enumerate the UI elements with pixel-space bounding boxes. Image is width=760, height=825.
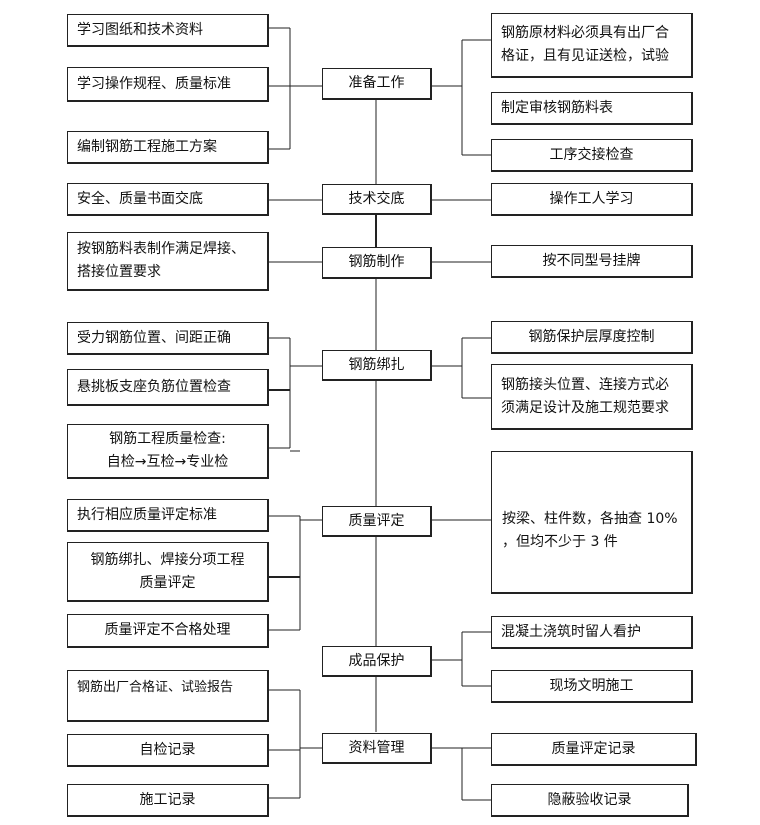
left-doc-1: 钢筋出厂合格证、试验报告	[67, 670, 269, 722]
step-prep: 准备工作	[322, 68, 432, 100]
right-doc-1: 质量评定记录	[491, 733, 697, 766]
right-prep-2: 制定审核钢筋料表	[491, 92, 693, 125]
left-bind-1-text: 受力钢筋位置、间距正确	[77, 329, 231, 346]
right-doc-2: 隐蔽验收记录	[491, 784, 689, 817]
right-protect-2-text: 现场文明施工	[549, 677, 634, 694]
left-doc-1-text: 钢筋出厂合格证、试验报告	[77, 680, 234, 695]
right-protect-1-text: 混凝土浇筑时留人看护	[501, 623, 641, 640]
left-bind-2: 悬挑板支座负筋位置检查	[67, 369, 269, 406]
right-make-1: 按不同型号挂牌	[491, 245, 693, 278]
right-prep-3-text: 工序交接检查	[549, 146, 634, 163]
step-evaluation: 质量评定	[322, 506, 432, 537]
step-protection: 成品保护	[322, 646, 432, 677]
left-bind-3: 钢筋工程质量检查: 自检→互检→专业检	[67, 424, 269, 479]
left-eval-1: 执行相应质量评定标准	[67, 499, 269, 532]
step-evaluation-label: 质量评定	[348, 512, 405, 529]
left-bind-3-text: 钢筋工程质量检查: 自检→互检→专业检	[106, 431, 229, 470]
step-documentation: 资料管理	[322, 733, 432, 764]
right-make-1-text: 按不同型号挂牌	[542, 252, 641, 269]
right-bind-2: 钢筋接头位置、连接方式必 须满足设计及施工规范要求	[491, 364, 693, 430]
left-prep-3: 编制钢筋工程施工方案	[67, 131, 269, 164]
left-prep-1-text: 学习图纸和技术资料	[77, 21, 203, 38]
left-eval-3-text: 质量评定不合格处理	[104, 622, 231, 638]
left-bind-2-text: 悬挑板支座负筋位置检查	[77, 378, 231, 395]
left-prep-2: 学习操作规程、质量标准	[67, 67, 269, 102]
right-prep-1: 钢筋原材料必须具有出厂合 格证，且有见证送检，试验	[491, 13, 693, 78]
step-protection-label: 成品保护	[348, 652, 405, 669]
right-brief-1: 操作工人学习	[491, 183, 693, 216]
step-briefing-label: 技术交底	[348, 190, 405, 207]
left-eval-2-text: 钢筋绑扎、焊接分项工程 质量评定	[90, 551, 245, 591]
left-bind-1: 受力钢筋位置、间距正确	[67, 322, 269, 355]
right-eval-1-text: 按梁、柱件数，各抽查 10% ，但均不少于 3 件	[502, 511, 678, 550]
step-binding: 钢筋绑扎	[322, 350, 432, 381]
step-prep-label: 准备工作	[348, 75, 405, 91]
left-prep-3-text: 编制钢筋工程施工方案	[77, 138, 217, 155]
step-binding-label: 钢筋绑扎	[348, 356, 405, 373]
left-doc-3: 施工记录	[67, 784, 269, 817]
step-documentation-label: 资料管理	[348, 739, 405, 756]
left-eval-1-text: 执行相应质量评定标准	[77, 506, 217, 523]
left-prep-2-text: 学习操作规程、质量标准	[77, 75, 231, 92]
right-brief-1-text: 操作工人学习	[549, 190, 634, 207]
left-doc-2-text: 自检记录	[139, 741, 196, 758]
left-brief-1-text: 安全、质量书面交底	[77, 190, 203, 207]
left-make-1: 按钢筋料表制作满足焊接、 搭接位置要求	[67, 232, 269, 291]
step-fabrication: 钢筋制作	[322, 247, 432, 279]
step-briefing: 技术交底	[322, 184, 432, 215]
left-make-1-text: 按钢筋料表制作满足焊接、 搭接位置要求	[77, 241, 245, 280]
right-protect-1: 混凝土浇筑时留人看护	[491, 616, 693, 649]
right-prep-3: 工序交接检查	[491, 139, 693, 172]
right-bind-1: 钢筋保护层厚度控制	[491, 321, 693, 354]
right-doc-2-text: 隐蔽验收记录	[547, 791, 632, 808]
left-doc-2: 自检记录	[67, 734, 269, 767]
left-eval-3: 质量评定不合格处理	[67, 614, 269, 648]
right-prep-1-text: 钢筋原材料必须具有出厂合 格证，且有见证送检，试验	[501, 25, 669, 64]
right-protect-2: 现场文明施工	[491, 670, 693, 703]
right-bind-1-text: 钢筋保护层厚度控制	[528, 328, 655, 345]
right-eval-1: 按梁、柱件数，各抽查 10% ，但均不少于 3 件	[491, 451, 693, 594]
left-prep-1: 学习图纸和技术资料	[67, 14, 269, 47]
left-doc-3-text: 施工记录	[139, 791, 196, 808]
right-doc-1-text: 质量评定记录	[551, 740, 636, 757]
left-brief-1: 安全、质量书面交底	[67, 183, 269, 216]
step-fabrication-label: 钢筋制作	[348, 254, 405, 270]
left-eval-2: 钢筋绑扎、焊接分项工程 质量评定	[67, 542, 269, 602]
right-prep-2-text: 制定审核钢筋料表	[501, 99, 613, 116]
right-bind-2-text: 钢筋接头位置、连接方式必 须满足设计及施工规范要求	[501, 376, 669, 416]
